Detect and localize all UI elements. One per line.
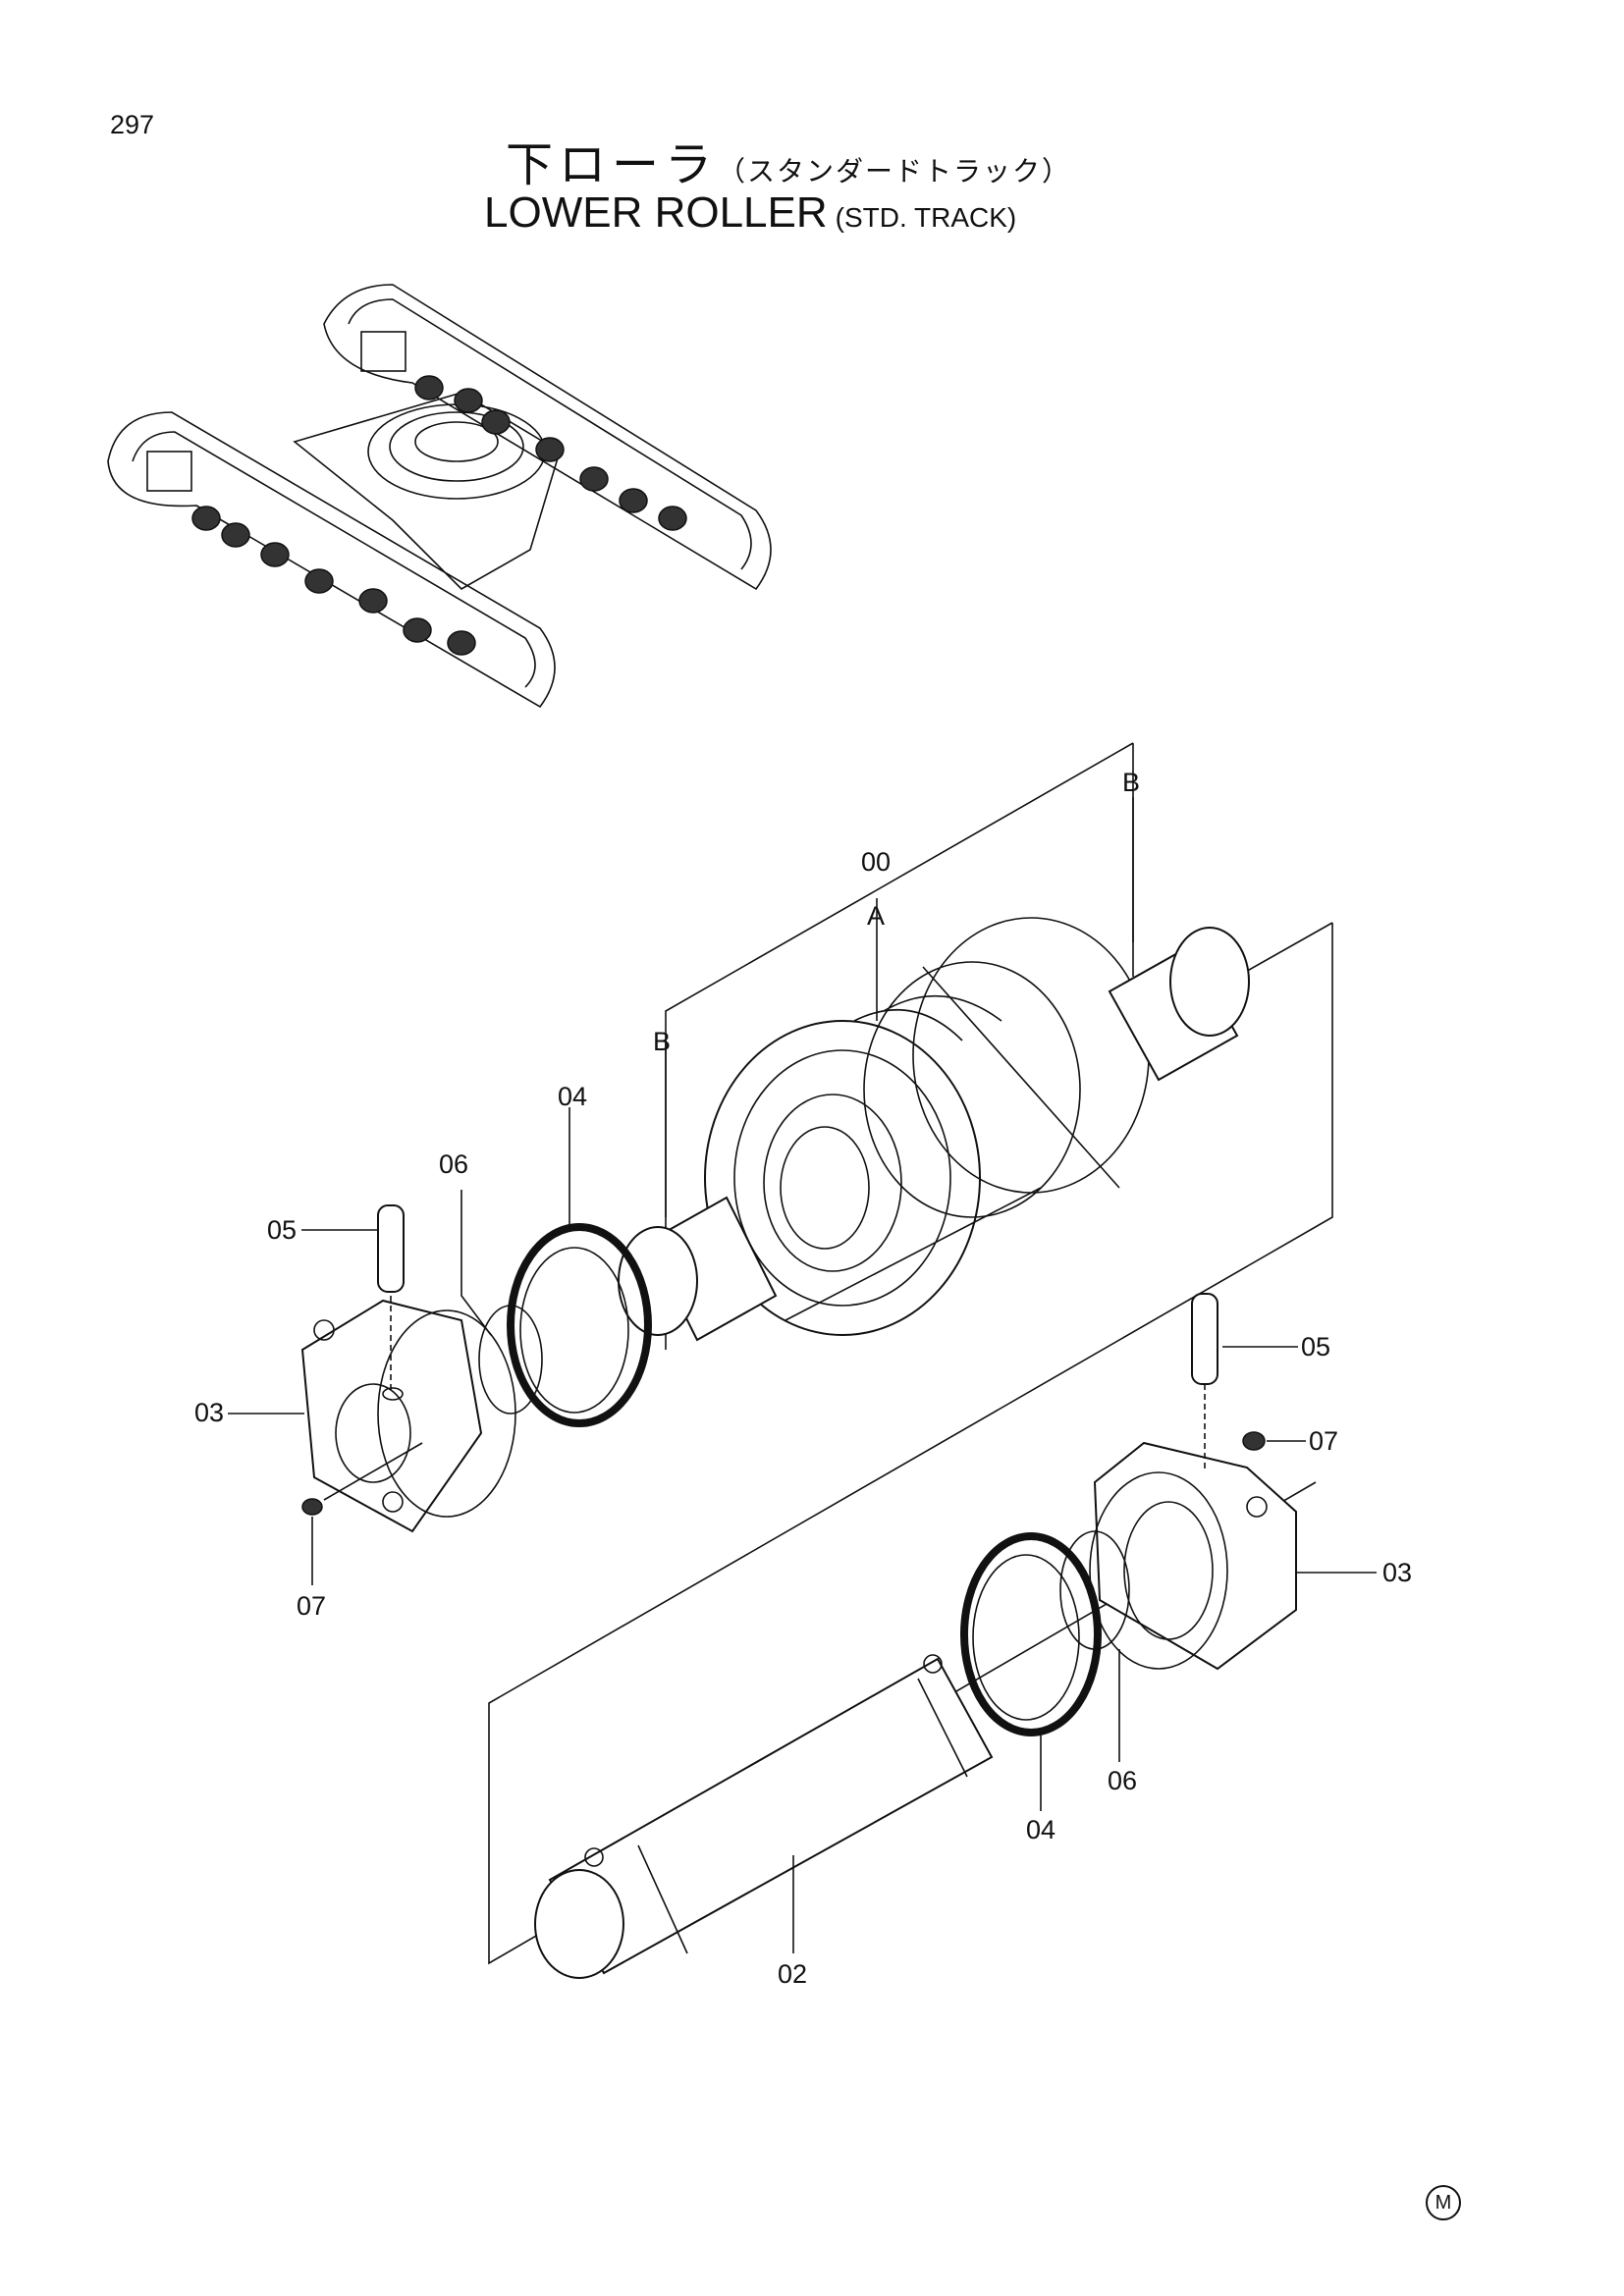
title-jp-sub: （スタンダードトラック） [718,155,1072,187]
collar-right [1093,1441,1297,1671]
title-en-sub: (STD. TRACK) [835,202,1017,233]
callout-06-left: 06 [439,1149,468,1179]
pin-left [377,1204,405,1293]
plug-left [301,1498,323,1516]
roller-shaft [534,1654,994,1979]
callout-02: 02 [778,1959,807,1989]
callout-b-upper: B [1122,768,1140,797]
roller-bore [763,1094,902,1272]
callout-a: A [867,901,885,931]
roller-body [618,917,1250,1342]
callout-00: 00 [861,847,891,877]
seal-left [507,1223,652,1427]
page-number: 297 [110,110,155,139]
swing-circle-outer [367,403,546,500]
rollers-back [414,375,687,531]
callout-04-right: 04 [1026,1815,1056,1844]
track-frame-front [107,411,556,709]
title-jp-main: 下ローラ [506,137,719,192]
callout-05-left: 05 [267,1215,297,1245]
plug-right [1242,1431,1266,1451]
roller-tread-mid [863,961,1081,1218]
callout-07-right: 07 [1309,1426,1338,1456]
title-english: LOWER ROLLER(STD. TRACK) [484,188,1016,238]
callout-06-right: 06 [1108,1766,1137,1795]
pin-right [1191,1293,1218,1385]
track-frame-back [323,284,772,591]
callout-05-right: 05 [1301,1332,1330,1362]
title-en-main: LOWER ROLLER [484,188,828,237]
right-collar-group [960,1293,1297,1736]
idler-block-back [360,331,406,372]
center-frame [293,392,561,590]
callout-03-left: 03 [194,1398,224,1427]
shaft-end [534,1869,624,1979]
swing-circle-inner [389,411,524,482]
oring-left [478,1305,543,1415]
callout-04-left: 04 [558,1082,587,1111]
title-japanese: 下ローラ（スタンダードトラック） [506,126,1071,194]
roller-flange-front [704,1020,981,1336]
leader-lines [228,797,1377,1953]
left-collar-group [300,1204,652,1533]
rollers-front [191,506,476,656]
oring-right [1059,1530,1130,1650]
callout-b-lower: B [653,1027,671,1056]
idler-block-front [146,451,192,492]
callout-labels: 00 A B B 04 06 05 03 07 05 07 03 06 04 0… [194,768,1412,1989]
callout-07-left: 07 [297,1591,326,1621]
seal-right [960,1532,1102,1736]
collar-left [300,1299,483,1533]
manufacturer-mark: M [1426,2185,1461,2220]
undercarriage-illustration [107,284,772,709]
callout-03-right: 03 [1382,1558,1412,1587]
